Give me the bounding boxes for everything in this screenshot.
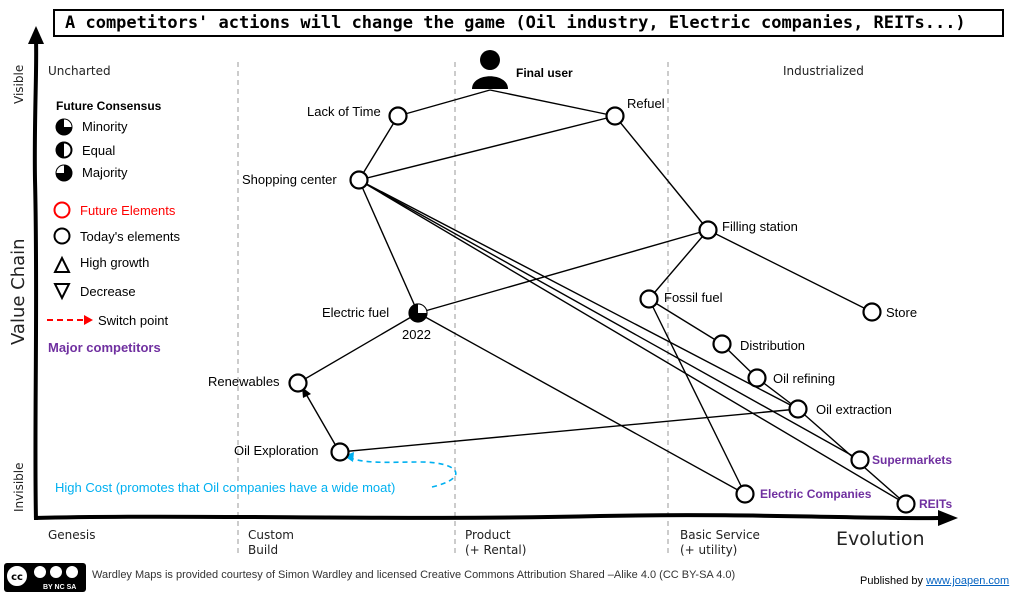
stage-product-line1: Product <box>465 528 511 542</box>
stage-commodity-line1: Basic Service <box>680 528 760 542</box>
published-by-label: Published by <box>860 575 923 587</box>
legend-majority-icon <box>55 164 73 182</box>
label-oil-refining: Oil refining <box>773 371 836 386</box>
label-store: Store <box>886 305 918 320</box>
legend-equal-label: Equal <box>82 143 116 158</box>
legend-today-label: Today's elements <box>80 229 181 244</box>
label-electric-fuel-year: 2022 <box>402 327 431 342</box>
cc-badge-text: BY NC SA <box>43 584 77 591</box>
x-axis-arrowhead <box>938 510 958 526</box>
legend-minority-icon <box>55 118 73 136</box>
node-reits <box>896 494 916 514</box>
x-axis-label: Evolution <box>836 528 925 550</box>
x-axis <box>33 513 941 521</box>
legend-major-competitors: Major competitors <box>48 340 161 355</box>
node-oil-exploration <box>330 442 350 462</box>
label-filling-station: Filling station <box>722 219 798 234</box>
svg-text:cc: cc <box>11 572 23 583</box>
label-supermarkets: Supermarkets <box>872 453 953 467</box>
legend-future-icon <box>53 201 71 219</box>
cc-license-badge: cc <box>4 563 86 592</box>
node-renewables <box>288 373 308 393</box>
legend-today-icon <box>53 227 71 245</box>
node-filling-station <box>698 220 718 240</box>
y-axis-visible-label: Visible <box>12 64 26 104</box>
node-electric-fuel <box>408 303 428 323</box>
legend-high-growth-icon <box>53 255 71 273</box>
node-oil-refining <box>747 368 767 388</box>
legend-high-growth-label: High growth <box>80 255 150 270</box>
legend-minority-label: Minority <box>82 119 128 134</box>
node-fossil-fuel <box>639 289 659 309</box>
stage-genesis: Genesis <box>48 528 96 542</box>
license-text: Wardley Maps is provided courtesy of Sim… <box>92 569 736 581</box>
label-oil-exploration: Oil Exploration <box>234 443 319 458</box>
legend-decrease-label: Decrease <box>80 284 136 299</box>
node-refuel <box>605 106 625 126</box>
y-axis <box>32 39 39 521</box>
y-axis-arrowhead <box>28 26 44 44</box>
label-lack-of-time: Lack of Time <box>307 104 381 119</box>
label-oil-extraction: Oil extraction <box>816 402 892 417</box>
label-reits: REITs <box>919 497 953 511</box>
stage-product-line2: (+ Rental) <box>465 543 527 557</box>
node-lack-of-time <box>388 106 408 126</box>
evolution-arrow <box>302 387 337 447</box>
label-renewables: Renewables <box>208 374 280 389</box>
legend-decrease-icon <box>53 283 71 301</box>
legend-future-label: Future Elements <box>80 203 176 218</box>
stage-custom-build-line2: Build <box>248 543 279 557</box>
legend-equal-icon <box>55 141 73 159</box>
y-axis-label: Value Chain <box>8 238 29 345</box>
stage-commodity-line2: (+ utility) <box>680 543 738 557</box>
legend-switch-point-label: Switch point <box>98 313 169 328</box>
label-electric-companies: Electric Companies <box>760 487 872 501</box>
label-fossil-fuel: Fossil fuel <box>664 290 723 305</box>
label-refuel: Refuel <box>627 96 665 111</box>
label-electric-fuel: Electric fuel <box>322 305 390 320</box>
publisher-link[interactable]: www.joapen.com <box>926 575 1010 587</box>
legend-consensus-title: Future Consensus <box>56 99 162 113</box>
node-store <box>862 302 882 322</box>
legend-majority-label: Majority <box>82 165 128 180</box>
region-industrialized: Industrialized <box>783 64 864 78</box>
label-distribution: Distribution <box>740 338 806 353</box>
legend-switch-point-icon <box>47 315 93 325</box>
label-shopping-center: Shopping center <box>242 172 337 187</box>
node-electric-companies <box>735 484 755 504</box>
node-shopping-center <box>349 170 369 190</box>
annotation-high-cost: High Cost (promotes that Oil companies h… <box>55 480 396 495</box>
published-by: Published by www.joapen.com <box>860 575 1009 587</box>
diagram-title: A competitors' actions will change the g… <box>53 9 1004 37</box>
node-oil-extraction <box>788 399 808 419</box>
stage-custom-build-line1: Custom <box>248 528 294 542</box>
node-distribution <box>712 334 732 354</box>
label-final-user: Final user <box>516 66 573 80</box>
user-icon <box>472 50 508 89</box>
region-uncharted: Uncharted <box>48 64 111 78</box>
high-cost-connector <box>344 452 457 488</box>
y-axis-invisible-label: Invisible <box>12 462 26 513</box>
node-supermarkets <box>850 450 870 470</box>
value-chain-links <box>297 89 907 505</box>
